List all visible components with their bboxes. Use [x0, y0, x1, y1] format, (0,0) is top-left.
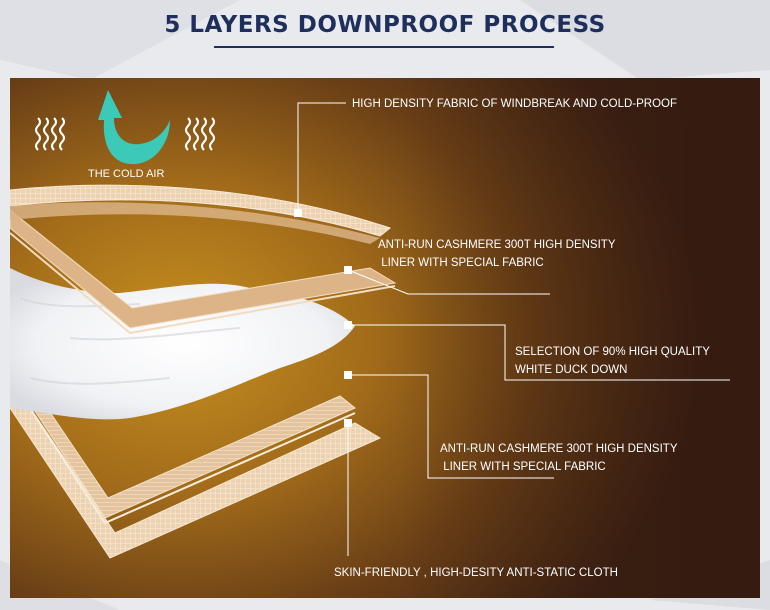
layer-3-label: SELECTION OF 90% HIGH QUALITY WHITE DUCK…	[515, 343, 710, 379]
cold-air-label: THE COLD AIR	[88, 168, 165, 180]
layer-5-line1: SKIN-FRIENDLY , HIGH-DESITY ANTI-STATIC …	[334, 567, 618, 579]
fabric-layers-illustration	[10, 90, 730, 559]
layer-1-label: HIGH DENSITY FABRIC OF WINDBREAK AND COL…	[352, 95, 677, 113]
layer-2-label: ANTI-RUN CASHMERE 300T HIGH DENSITY LINE…	[378, 236, 616, 272]
layer-1-fabric	[10, 184, 392, 244]
heat-wave-icon	[35, 117, 65, 151]
title-underline	[214, 46, 554, 48]
leader-lines	[297, 102, 730, 556]
layer-4-line2: LINER WITH SPECIAL FABRIC	[440, 461, 606, 473]
layers-panel: THE COLD AIR HIGH DENSITY FABRIC OF WIND…	[10, 78, 760, 598]
layer-1-line1: HIGH DENSITY FABRIC OF WINDBREAK AND COL…	[352, 98, 678, 110]
leader-markers	[294, 209, 352, 427]
layer-5-label: SKIN-FRIENDLY , HIGH-DESITY ANTI-STATIC …	[334, 564, 618, 582]
layer-4-line1: ANTI-RUN CASHMERE 300T HIGH DENSITY	[440, 443, 678, 455]
layer-5-cloth	[10, 377, 382, 559]
curved-up-arrow-icon	[98, 90, 170, 165]
page-title: 5 LAYERS DOWNPROOF PROCESS	[164, 12, 606, 38]
heat-wave-icon	[185, 117, 215, 151]
panel-shade	[400, 78, 760, 598]
layer-2-line2: LINER WITH SPECIAL FABRIC	[378, 257, 544, 269]
layer-4-label: ANTI-RUN CASHMERE 300T HIGH DENSITY LINE…	[440, 440, 678, 476]
layer-2-line1: ANTI-RUN CASHMERE 300T HIGH DENSITY	[378, 239, 616, 251]
layer-3-line2: WHITE DUCK DOWN	[515, 364, 628, 376]
layer-3-line1: SELECTION OF 90% HIGH QUALITY	[515, 346, 710, 358]
layer-2-liner	[10, 209, 397, 335]
layer-4-liner	[10, 352, 356, 525]
